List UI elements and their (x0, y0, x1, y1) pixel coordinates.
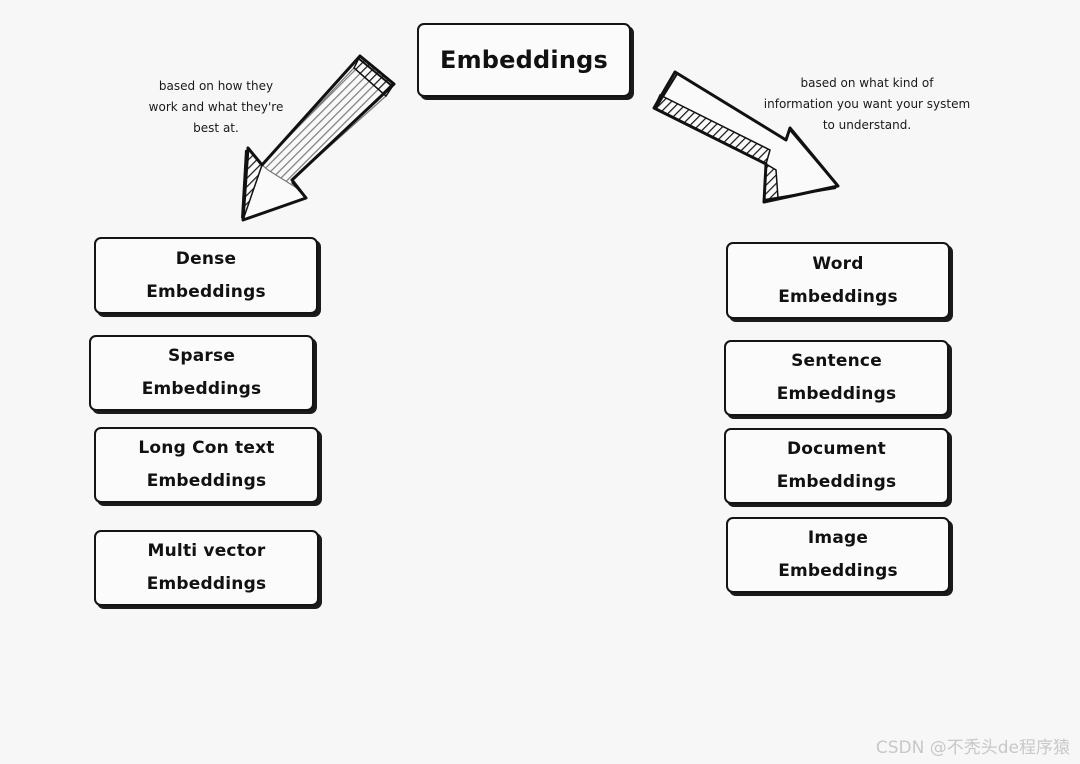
node-long-context-embeddings: Long Con text Embeddings (94, 427, 319, 503)
node-label-line1: Sparse (167, 346, 236, 366)
node-label-line1: Word (812, 253, 864, 274)
node-label-line2: Embeddings (778, 286, 898, 307)
arrow-left (241, 54, 396, 222)
node-label-line2: Embeddings (146, 471, 267, 491)
node-sparse-embeddings: Sparse Embeddings (89, 335, 314, 411)
node-label-line1: Document (786, 439, 887, 459)
node-label-line2: Embeddings (146, 574, 267, 594)
watermark: CSDN @不秃头de程序猿 (875, 738, 1070, 758)
node-label-line2: Embeddings (778, 561, 898, 581)
node-word-embeddings: Word Embeddings (726, 242, 950, 319)
node-label-line1: Sentence (791, 351, 882, 371)
annotation-left-line: based on how they (158, 79, 274, 93)
annotation-right-line: based on what kind of (800, 76, 934, 90)
node-label-line2: Embeddings (141, 379, 262, 399)
annotation-right-line: to understand. (822, 118, 912, 132)
node-image-embeddings: Image Embeddings (726, 517, 950, 593)
node-dense-embeddings: Dense Embeddings (94, 237, 318, 314)
annotation-left: based on how they work and what they're … (126, 76, 306, 139)
node-label-line1: Multi vector (147, 541, 266, 561)
node-label-line1: Long Con text (138, 438, 275, 458)
annotation-right: based on what kind of information you wa… (752, 73, 982, 136)
node-label-line2: Embeddings (146, 281, 266, 302)
annotation-left-line: best at. (193, 121, 239, 135)
node-label-line1: Dense (175, 248, 237, 269)
node-multi-vector-embeddings: Multi vector Embeddings (94, 530, 319, 606)
arrow-right (652, 70, 840, 204)
node-document-embeddings: Document Embeddings (724, 428, 949, 504)
annotation-right-line: information you want your system (763, 97, 971, 111)
root-node-embeddings: Embeddings (417, 23, 631, 97)
node-sentence-embeddings: Sentence Embeddings (724, 340, 949, 416)
node-label-line2: Embeddings (776, 472, 897, 492)
annotation-left-line: work and what they're (148, 100, 284, 114)
node-label-line1: Image (807, 528, 869, 548)
node-label-line2: Embeddings (776, 384, 897, 404)
root-node-label: Embeddings (440, 46, 608, 74)
